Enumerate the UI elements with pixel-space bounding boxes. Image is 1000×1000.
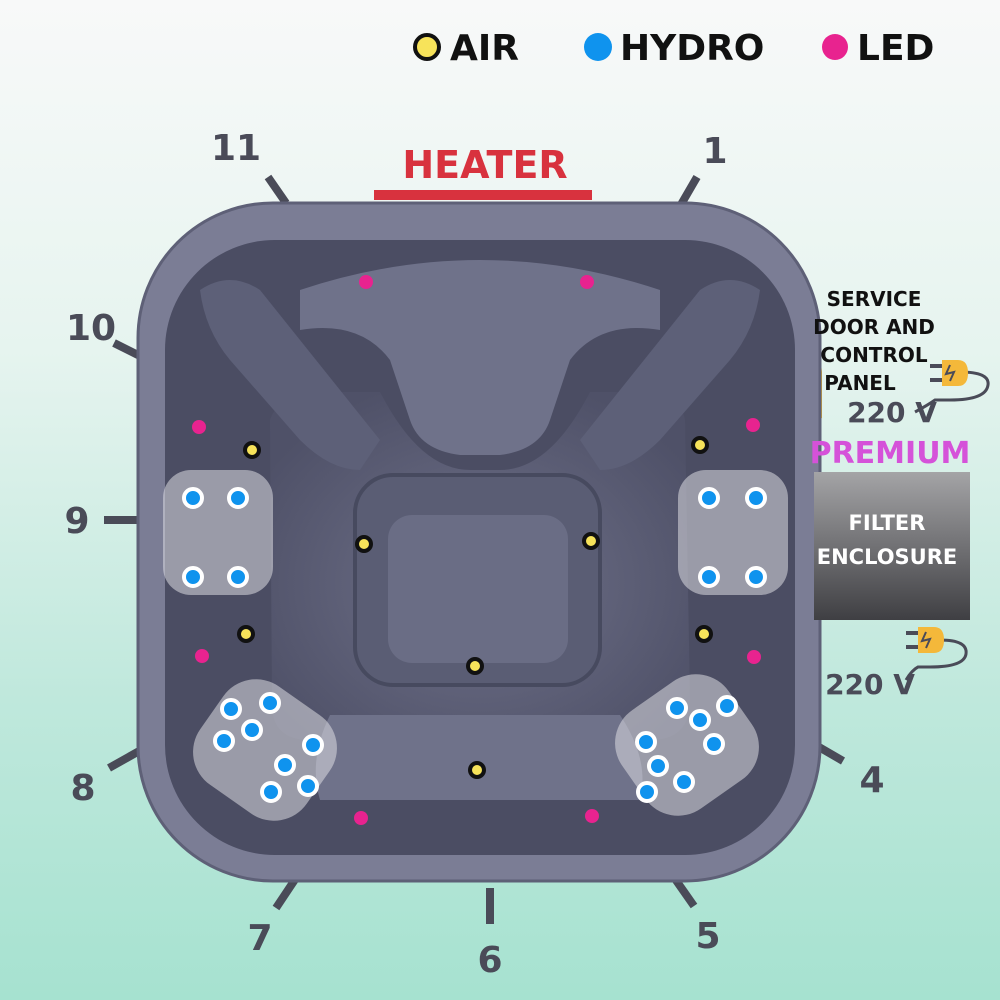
legend: AIR HYDRO LED	[413, 28, 934, 69]
air-jet	[691, 436, 709, 454]
position-10: 10	[66, 308, 116, 349]
hydro-jet	[182, 487, 204, 509]
service-line-2: DOOR AND	[813, 315, 935, 339]
hydro-jet	[297, 775, 319, 797]
hydro-jet	[182, 566, 204, 588]
legend-hydro-label: HYDRO	[620, 28, 764, 69]
hydro-jet	[274, 754, 296, 776]
led-light	[746, 418, 760, 432]
led-light	[192, 420, 206, 434]
led-light	[195, 649, 209, 663]
filter-enclosure	[814, 472, 970, 620]
hydro-jet	[636, 781, 658, 803]
left-jet-pad	[163, 470, 273, 595]
service-line-4: PANEL	[824, 371, 896, 395]
service-voltage: 220 V	[847, 396, 937, 429]
position-11: 11	[211, 128, 261, 169]
heater-bar	[374, 190, 592, 200]
air-jet	[243, 441, 261, 459]
hydro-jet	[745, 566, 767, 588]
led-lights	[192, 275, 761, 825]
position-9: 9	[64, 501, 89, 542]
position-6: 6	[477, 940, 502, 981]
tick-11	[264, 174, 290, 206]
power-plug-icon	[904, 627, 968, 681]
service-panel-label: SERVICE DOOR AND CONTROL PANEL	[813, 287, 935, 395]
hydro-jet	[241, 719, 263, 741]
right-jet-pad	[678, 470, 788, 595]
legend-air-label: AIR	[450, 28, 519, 69]
led-light	[585, 809, 599, 823]
premium-label: PREMIUM	[810, 436, 971, 471]
hydro-jet	[302, 734, 324, 756]
hydro-jet	[689, 709, 711, 731]
position-1: 1	[702, 131, 727, 172]
hydro-jet	[635, 731, 657, 753]
air-jet	[582, 532, 600, 550]
hydro-jet	[703, 733, 725, 755]
power-plug-icon	[914, 360, 990, 414]
led-light	[354, 811, 368, 825]
air-jet	[466, 657, 484, 675]
hydro-jet	[666, 697, 688, 719]
hydro-jet	[227, 487, 249, 509]
hydro-jet	[220, 698, 242, 720]
hydro-jet	[260, 781, 282, 803]
center-footwell-floor	[388, 515, 568, 663]
hydro-jets	[182, 487, 767, 803]
hydro-jet	[698, 566, 720, 588]
led-light	[359, 275, 373, 289]
tick-8	[107, 746, 143, 772]
back-seat	[300, 260, 660, 455]
air-jet	[695, 625, 713, 643]
position-7: 7	[247, 918, 272, 959]
hydro-jet	[227, 566, 249, 588]
filter-line-1: FILTER	[849, 511, 926, 535]
hydro-jet	[716, 695, 738, 717]
position-numbers: 11 1 10 9 8 7 6 5 4	[64, 128, 884, 981]
tick-7	[272, 875, 300, 911]
led-light	[747, 650, 761, 664]
hydro-jet	[698, 487, 720, 509]
air-jet	[237, 625, 255, 643]
filter-voltage: 220 V	[825, 668, 915, 701]
position-ticks	[104, 174, 846, 924]
legend-led-label: LED	[857, 28, 934, 69]
led-light	[580, 275, 594, 289]
legend-led-dot	[822, 34, 848, 60]
air-jet	[468, 761, 486, 779]
hydro-jet	[259, 692, 281, 714]
service-line-1: SERVICE	[827, 287, 922, 311]
service-line-3: CONTROL	[820, 343, 927, 367]
left-arm	[200, 280, 380, 470]
front-seat	[315, 715, 643, 800]
right-arm	[580, 280, 760, 470]
legend-hydro-dot	[584, 33, 612, 61]
hydro-jet	[745, 487, 767, 509]
position-4: 4	[859, 760, 884, 801]
heater-label: HEATER	[402, 143, 567, 187]
hydro-jet	[213, 730, 235, 752]
filter-line-2: ENCLOSURE	[817, 545, 958, 569]
hydro-jet	[673, 771, 695, 793]
position-5: 5	[695, 916, 720, 957]
air-jet	[355, 535, 373, 553]
air-jets	[237, 436, 713, 779]
legend-air-dot	[413, 33, 441, 61]
hydro-jet	[647, 755, 669, 777]
position-8: 8	[70, 768, 95, 809]
